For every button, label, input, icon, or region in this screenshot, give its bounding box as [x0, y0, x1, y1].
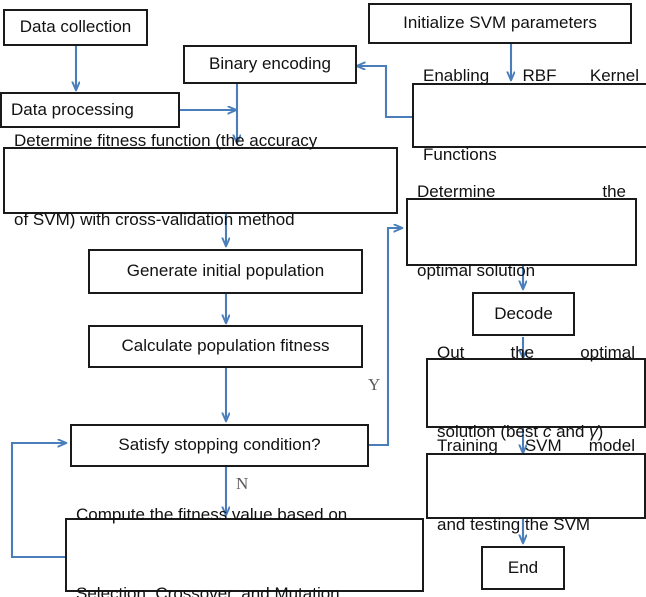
node-determine-optimal-line1: Determine the — [417, 182, 626, 202]
node-determine-fitness-function[interactable]: Determine fitness function (the accuracy… — [3, 131, 398, 229]
node-enabling-rbf-text: Enabling RBF Kernel Functions — [414, 10, 646, 221]
node-data-collection-label: Data collection — [19, 17, 132, 37]
node-end-label: End — [507, 557, 539, 577]
node-binary-encoding-label: Binary encoding — [209, 54, 331, 74]
node-determine-optimal-solution[interactable]: Determine the optimal solution — [406, 182, 637, 280]
out-optimal-mid: and — [551, 422, 590, 442]
node-compute-fitness-ga-line1: Compute the fitness value based on — [76, 505, 348, 525]
node-out-optimal-line1: Out the optimal — [437, 343, 635, 363]
node-decode-label: Decode — [494, 303, 553, 323]
node-out-optimal-text: Out the optimal solution (best c and γ) — [428, 288, 644, 499]
edge-label-no: N — [236, 474, 249, 493]
node-determine-optimal-text: Determine the optimal solution — [408, 127, 635, 338]
node-training-svm-line1: Training SVM model — [437, 436, 635, 456]
node-initialize-svm-parameters-label: Initialize SVM parameters — [403, 13, 597, 33]
node-determine-fitness-line2: of SVM) with cross-validation method — [14, 209, 295, 229]
node-compute-fitness-ga-text: Compute the fitness value based on Selec… — [67, 450, 422, 597]
node-calculate-population-fitness[interactable]: Calculate population fitness — [88, 325, 363, 368]
node-generate-initial-population[interactable]: Generate initial population — [88, 249, 363, 294]
node-out-optimal-line2: solution (best c and γ) — [437, 419, 635, 445]
node-training-svm-model[interactable]: Training SVM model and testing the SVM — [426, 436, 646, 534]
node-binary-encoding[interactable]: Binary encoding — [183, 45, 357, 84]
edge-rbf-to-encoding — [357, 66, 412, 119]
node-determine-fitness-line1: Determine fitness function (the accuracy — [14, 130, 318, 150]
node-data-processing-label: Data processing — [11, 99, 134, 119]
node-enabling-rbf-kernel-functions[interactable]: Enabling RBF Kernel Functions — [412, 66, 646, 164]
node-end[interactable]: End — [481, 546, 565, 590]
node-data-processing[interactable]: Data processing — [0, 92, 180, 128]
node-out-optimal-solution[interactable]: Out the optimal solution (best c and γ) — [426, 343, 646, 441]
out-optimal-post: ) — [597, 422, 604, 442]
out-optimal-var-gamma: γ — [589, 422, 598, 442]
node-enabling-rbf-line2: Functions — [423, 144, 497, 164]
node-training-svm-text: Training SVM model and testing the SVM — [428, 381, 644, 592]
edge-satisfy-yes-to-determine — [369, 228, 402, 447]
out-optimal-var-c: c — [542, 422, 552, 442]
node-determine-optimal-line2: optimal solution — [417, 261, 536, 281]
node-generate-initial-population-label: Generate initial population — [126, 261, 325, 281]
node-decode[interactable]: Decode — [472, 292, 575, 336]
node-satisfy-stopping-condition-label: Satisfy stopping condition? — [118, 435, 321, 455]
node-data-collection[interactable]: Data collection — [3, 9, 148, 46]
node-initialize-svm-parameters[interactable]: Initialize SVM parameters — [368, 3, 632, 44]
edge-compute-loop-to-satisfy — [10, 443, 66, 559]
node-training-svm-line2: and testing the SVM — [437, 515, 591, 535]
node-satisfy-stopping-condition[interactable]: Satisfy stopping condition? — [70, 424, 369, 467]
node-calculate-population-fitness-label: Calculate population fitness — [121, 336, 330, 356]
out-optimal-pre: solution (best — [437, 422, 543, 442]
edge-label-yes: Y — [368, 375, 381, 394]
node-compute-fitness-ga[interactable]: Compute the fitness value based on Selec… — [65, 505, 424, 597]
node-compute-fitness-ga-line2: Selection, Crossover, and Mutation — [76, 584, 340, 597]
node-enabling-rbf-line1: Enabling RBF Kernel — [423, 65, 639, 85]
